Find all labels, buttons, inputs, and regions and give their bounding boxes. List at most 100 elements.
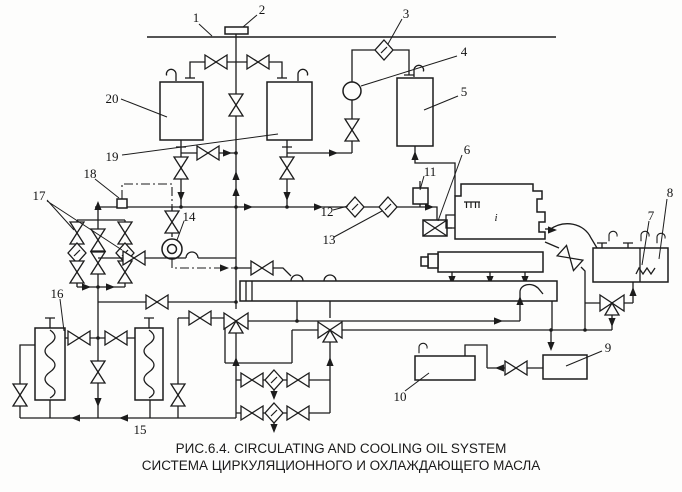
item-number-14: 14 [183, 209, 197, 224]
pipe-bridge [290, 274, 337, 282]
heating-coil-icon [635, 266, 656, 276]
valve [104, 330, 128, 346]
crossover-lines [98, 250, 236, 363]
valve [228, 93, 244, 117]
pipe-bridge [185, 251, 199, 259]
main-oil-line [95, 196, 438, 228]
oil-tank-20 [159, 68, 236, 207]
valve [164, 210, 180, 234]
deck-filling-cap [224, 26, 249, 35]
caption-line-1: РИС.6.4. CIRCULATING AND COOLING OIL SYS… [176, 441, 507, 456]
air-vent-icon [608, 230, 618, 242]
item-number-17: 17 [33, 188, 47, 203]
flow-arrow-left [495, 364, 504, 372]
flow-arrow-down [177, 192, 185, 201]
valve [504, 360, 528, 376]
air-vent-icon [640, 230, 650, 242]
flow-arrow-right [106, 283, 115, 291]
flow-arrow-up [232, 171, 240, 180]
flow-arrow-right [244, 203, 253, 211]
relief-device-11 [412, 181, 429, 207]
engine-oil-pump-6 [422, 219, 452, 237]
item-number-19: 19 [106, 149, 119, 164]
oil-tank-5 [396, 64, 456, 196]
item-number-13: 13 [323, 232, 336, 247]
flow-arrow-up [326, 357, 334, 366]
cooling-coil [44, 329, 56, 399]
drain-arrow-down [270, 391, 278, 400]
flow-arrow-down [608, 318, 616, 327]
caption-line-2: СИСТЕМА ЦИРКУЛЯЦИОННОГО И ОХЛАЖДАЮЩЕГО М… [142, 458, 541, 473]
caption: РИС.6.4. CIRCULATING AND COOLING OIL SYS… [142, 441, 541, 473]
pipe-junctions [96, 151, 587, 365]
pressure-instrument-18 [116, 183, 173, 210]
valve [344, 118, 360, 142]
sump-tank [239, 274, 558, 330]
leader-lines [46, 14, 668, 392]
valve [117, 221, 133, 245]
item-number-5: 5 [461, 84, 468, 99]
oil-filter [345, 196, 365, 218]
three-way-valve [223, 312, 249, 334]
item-number-6: 6 [464, 142, 471, 157]
oil-cooler-right [134, 317, 164, 401]
item-numbers: 1 2 3 4 5 6 7 8 9 10 11 12 13 14 15 16 1… [33, 2, 674, 437]
filling-pipe [232, 34, 240, 309]
air-vent-icon [165, 68, 177, 82]
valve [12, 383, 28, 407]
item-number-1: 1 [193, 10, 200, 25]
valve [188, 310, 212, 326]
engine-bedplate [437, 251, 544, 273]
oil-filter [264, 369, 284, 391]
priming-pump-14 [161, 207, 236, 272]
drain-tank-9 [542, 330, 588, 380]
valve [67, 330, 91, 346]
item-number-7: 7 [648, 208, 655, 223]
sump-fill-line [236, 260, 292, 277]
flow-arrow-up [411, 151, 419, 160]
item-number-11: 11 [424, 164, 437, 179]
oil-tank-19 [266, 68, 352, 207]
valve [173, 156, 189, 180]
three-way-valve [317, 321, 343, 343]
item-number-15: 15 [134, 422, 147, 437]
item-number-2: 2 [259, 2, 266, 17]
valve [246, 54, 270, 70]
pump-icon [166, 243, 178, 255]
valve [240, 405, 264, 421]
valve [279, 156, 295, 180]
oil-filter [378, 196, 398, 218]
oil-cooler-left [34, 317, 66, 401]
flow-arrow-down [547, 342, 555, 351]
lower-distribution [223, 283, 612, 433]
item-number-10: 10 [394, 389, 407, 404]
engine-to-tank-line [544, 223, 598, 330]
valve [286, 372, 310, 388]
valve [145, 294, 169, 310]
item-number-9: 9 [605, 340, 612, 355]
valve [556, 244, 584, 272]
transfer-pump-line [342, 39, 414, 153]
drain-arrow-down [270, 424, 278, 433]
valve [90, 360, 106, 384]
item-number-20: 20 [106, 91, 119, 106]
valve [69, 260, 85, 284]
shaft-end [420, 256, 429, 267]
flow-arrow-up [94, 201, 102, 210]
flow-arrow-right [329, 149, 338, 157]
flow-arrow-right [82, 283, 91, 291]
item-number-4: 4 [461, 44, 468, 59]
shaft-end [427, 253, 439, 269]
flow-arrow-right [494, 317, 503, 325]
three-way-valve [599, 294, 625, 316]
valve [90, 228, 106, 252]
air-vent-icon [418, 342, 428, 354]
valve [90, 251, 106, 275]
oil-filter [374, 39, 394, 61]
flow-arrow-left [71, 414, 80, 422]
item-number-18: 18 [84, 166, 97, 181]
flow-arrow-right [223, 149, 232, 157]
valve [196, 145, 220, 161]
